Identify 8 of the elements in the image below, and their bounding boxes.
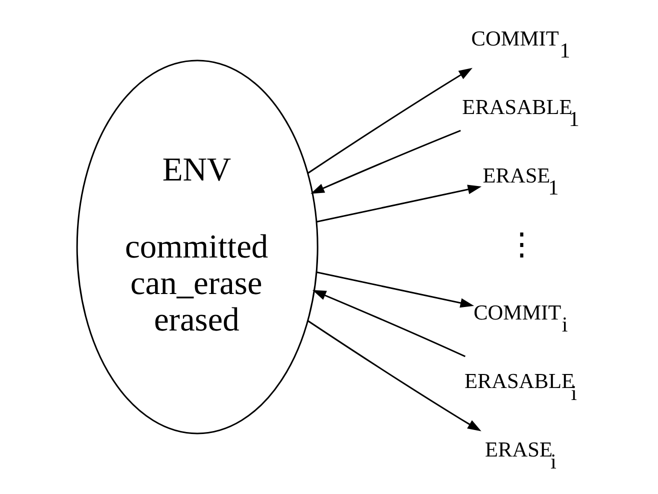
arrow (308, 68, 472, 174)
arrow (316, 271, 474, 308)
arrow (316, 184, 482, 223)
arrow (310, 130, 461, 194)
node-ellipse: ENV committed can_erase erased (76, 60, 318, 434)
arrow (312, 290, 466, 358)
label: ⋮ (506, 228, 536, 262)
arrow (308, 320, 482, 432)
